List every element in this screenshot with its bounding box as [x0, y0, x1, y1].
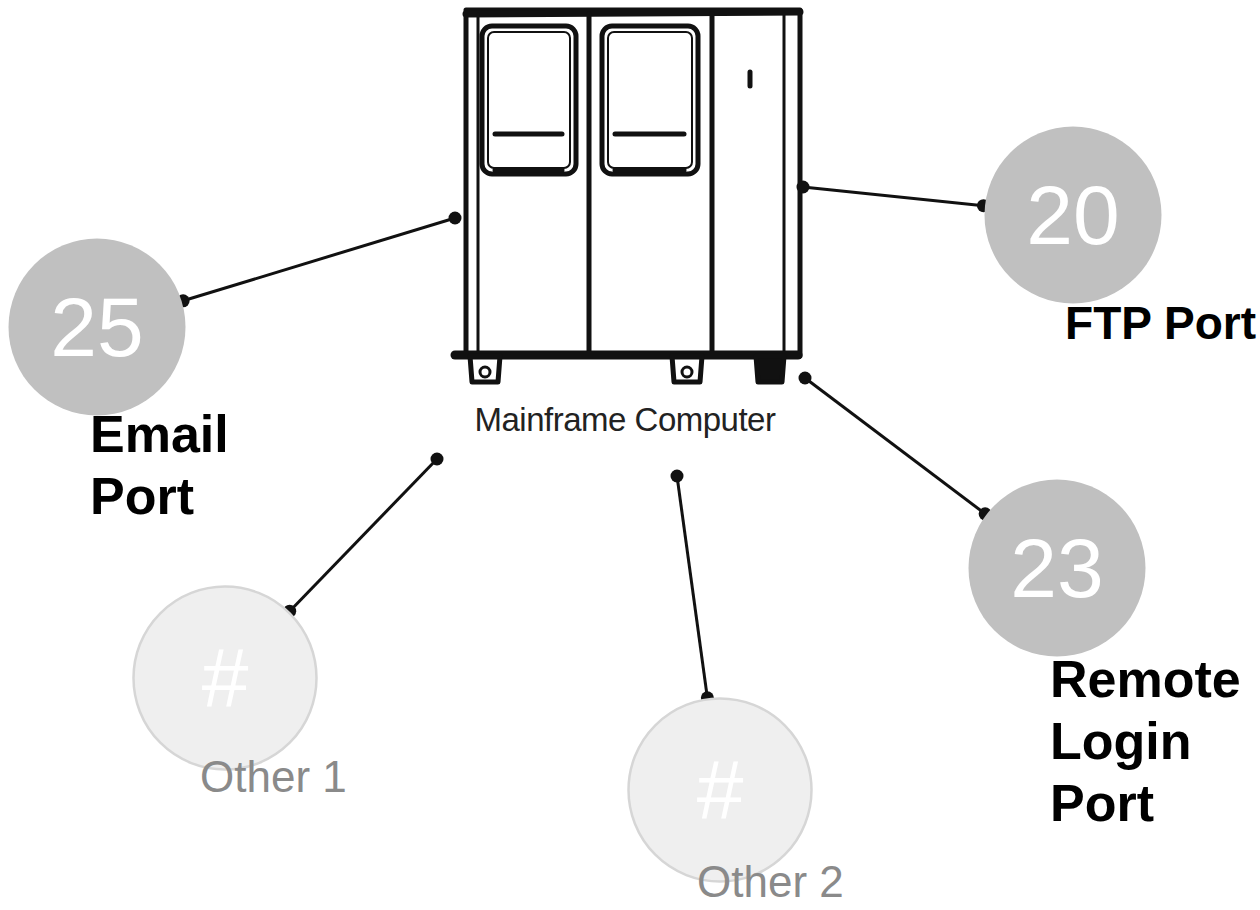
mainframe-node: Mainframe Computer: [440, 0, 810, 480]
port-circle: 25Email Port: [7, 237, 187, 417]
connector-path: [803, 187, 983, 206]
port-number: 25: [7, 237, 187, 417]
port-number: #: [132, 585, 318, 771]
port-circle: 20FTP Port: [983, 125, 1163, 305]
mainframe-cabinet: [455, 10, 800, 382]
port-label: FTP Port: [1065, 292, 1260, 354]
connector-dot: [799, 372, 812, 385]
port-circle: 23Remote Login Port: [967, 478, 1147, 658]
connector-line: [283, 453, 443, 618]
placeholder-circle: #Other 2: [627, 697, 813, 883]
connector-line: [671, 470, 714, 705]
port-number: #: [627, 697, 813, 883]
connector-path: [677, 476, 707, 698]
connector-path: [805, 378, 985, 514]
port-number: 23: [967, 478, 1147, 658]
connector-dot: [671, 470, 684, 483]
port-label: Remote Login Port: [1050, 648, 1250, 834]
device-label: Mainframe Computer: [440, 400, 810, 440]
port-label: Other 1: [200, 752, 400, 802]
port-label: Other 2: [697, 857, 897, 907]
connector-path: [290, 459, 437, 611]
connector-line: [177, 212, 462, 308]
connector-line: [799, 372, 992, 521]
connector-dot: [797, 181, 810, 194]
connector-dot: [449, 212, 462, 225]
connector-dot: [431, 453, 444, 466]
connector-line: [797, 181, 990, 213]
placeholder-circle: #Other 1: [132, 585, 318, 771]
connector-path: [183, 218, 455, 301]
port-number: 20: [983, 125, 1163, 305]
port-label: Email Port: [90, 403, 290, 527]
